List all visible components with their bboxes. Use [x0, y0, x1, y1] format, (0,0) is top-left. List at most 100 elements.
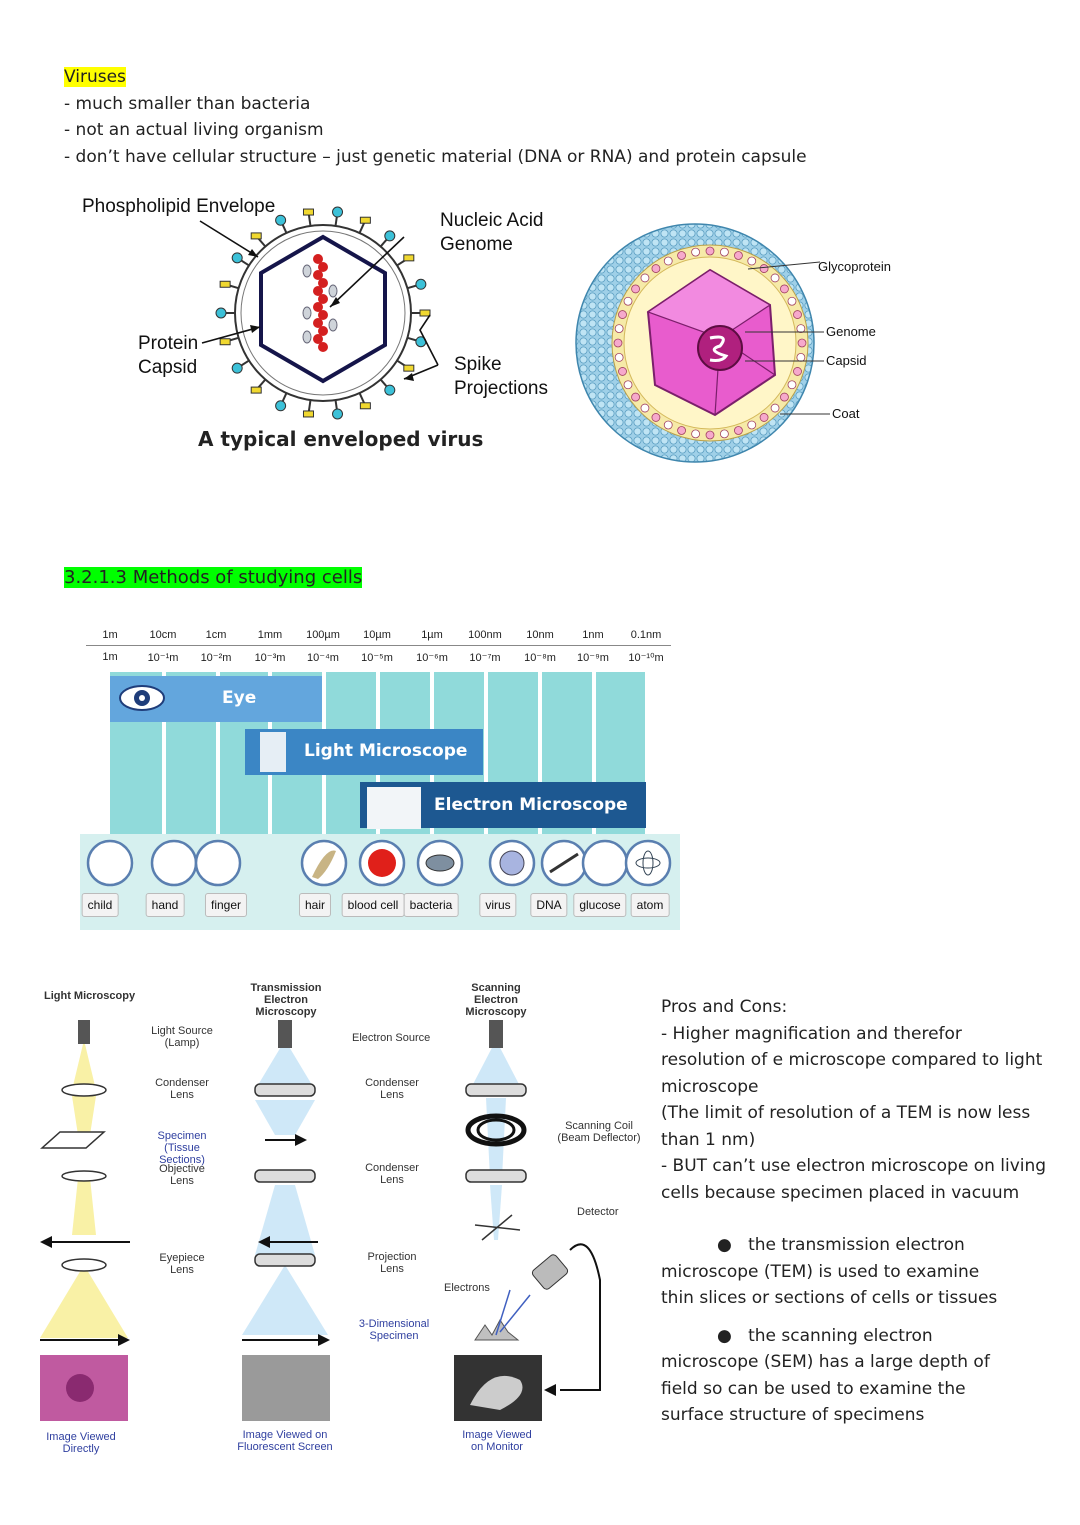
coat-bead — [747, 420, 757, 430]
object-hand: hand — [145, 893, 185, 917]
scale-top-7: 1µm — [421, 629, 443, 641]
spike-head — [415, 278, 427, 290]
view-lm-2: Directly — [62, 1443, 100, 1455]
scale-top-3: 1cm — [205, 629, 227, 641]
condenser-label-c: Condenser Lens — [360, 1162, 424, 1186]
electron-source-label: Electron Source — [352, 1032, 431, 1044]
sem-title-1: Scanning — [471, 982, 521, 994]
objective-1: Objective — [159, 1163, 205, 1175]
view-sem-1: Image Viewed — [462, 1429, 532, 1441]
coat-bead — [691, 429, 701, 439]
virus2-leader-lines — [745, 261, 830, 415]
light-source-1: Light Source — [151, 1025, 213, 1037]
enveloped-virus-diagram — [199, 206, 439, 420]
coat-bead — [623, 380, 633, 390]
coat-bead — [793, 310, 802, 319]
coat-bead — [631, 284, 640, 294]
bullet2-line-3: field so can be used to examine the — [661, 1378, 966, 1399]
object-blood-cell: blood cell — [341, 893, 405, 917]
object-finger: finger — [204, 893, 248, 917]
scale-top-1: 1m — [102, 629, 118, 641]
scale-axis: 1m 10cm 1cm 1mm 100µm 10µm 1µm 100nm 10n… — [86, 629, 676, 664]
scanning-2: (Beam Deflector) — [557, 1132, 641, 1144]
specimen-1: Specimen — [157, 1130, 207, 1142]
coat-bead — [787, 296, 797, 306]
coat-bead — [780, 284, 789, 294]
viruses-section: Viruses - much smaller than bacteria - n… — [64, 64, 807, 170]
eyepiece-1: Eyepiece — [159, 1252, 205, 1264]
tem-title: Transmission Electron Microscopy — [236, 982, 336, 1018]
specimen-2: (Tissue Sections) — [159, 1142, 205, 1166]
eye-label: Eye — [222, 688, 257, 708]
label-nucleic: Nucleic Acid Genome — [440, 209, 544, 257]
scale-bot-9: 10⁻⁸m — [524, 652, 556, 664]
pros-line-6: than 1 nm) — [661, 1129, 756, 1150]
coat-bead — [797, 338, 807, 348]
spike-head — [219, 338, 231, 346]
electrons-label: Electrons — [444, 1282, 490, 1294]
projection-2: Lens — [380, 1263, 404, 1275]
objective-label: Objective Lens — [150, 1163, 214, 1187]
scale-bot-6: 10⁻⁵m — [361, 652, 393, 664]
viruses-heading: Viruses — [64, 67, 126, 87]
scale-bot-7: 10⁻⁶m — [416, 652, 448, 664]
spike-head — [403, 254, 415, 262]
coat-bead — [640, 403, 650, 413]
label-genome: Genome — [826, 324, 876, 339]
spike-head — [219, 280, 231, 288]
coat-bead — [705, 430, 715, 440]
spike-head — [332, 408, 344, 420]
condenser-1: Condenser — [155, 1077, 209, 1089]
coat-bead — [691, 247, 701, 257]
label-glycoprotein: Glycoprotein — [818, 259, 891, 274]
scale-bot-11: 10⁻¹⁰m — [628, 652, 664, 664]
coat-bead — [734, 251, 743, 260]
coat-bead — [770, 273, 780, 283]
coat-bead — [770, 403, 780, 413]
coat-bead — [651, 413, 661, 422]
view-lm-1: Image Viewed — [46, 1431, 116, 1443]
coat-bead — [719, 429, 729, 439]
lm-title: Light Microscopy — [44, 990, 136, 1002]
bullet1-line-2: microscope (TEM) is used to examine — [661, 1261, 980, 1282]
tem-title-1: Transmission — [250, 982, 322, 994]
spike-head — [403, 364, 415, 372]
coat-bead — [787, 380, 797, 390]
pros-line-3: resolution of e microscope compared to l… — [661, 1050, 1043, 1070]
scale-top-8: 100nm — [468, 629, 502, 641]
coat-bead — [614, 352, 624, 362]
condenser-b1: Condenser — [365, 1077, 419, 1089]
virus-caption: A typical enveloped virus — [198, 427, 484, 451]
microscopy-diagram — [40, 1020, 601, 1421]
coat-bead — [677, 251, 686, 260]
spike-head — [384, 230, 396, 242]
coat-bead — [677, 426, 686, 435]
sem-title-2: Electron Microscopy — [465, 994, 527, 1018]
projection-1: Projection — [367, 1251, 417, 1263]
coat-bead — [618, 310, 627, 319]
label-protein-capsid: Protein Capsid — [138, 332, 198, 380]
scale-bot-4: 10⁻³m — [254, 652, 286, 664]
coat-bead — [613, 338, 623, 348]
label-capsid: Capsid — [826, 353, 867, 368]
scale-bot-3: 10⁻²m — [200, 652, 232, 664]
condenser-label-tem: Condenser Lens — [360, 1077, 424, 1101]
coat-bead — [705, 246, 715, 256]
specimen-label: Specimen (Tissue Sections) — [140, 1130, 224, 1166]
pros-line-5: (The limit of resolution of a TEM is now… — [661, 1103, 1031, 1123]
object-bacteria: bacteria — [403, 893, 459, 917]
condenser-2: Lens — [170, 1089, 194, 1101]
scale-bot-10: 10⁻⁹m — [577, 652, 609, 664]
view-lm-label: Image Viewed Directly — [36, 1431, 126, 1455]
spike-head — [250, 232, 262, 240]
spike-head — [231, 252, 243, 264]
object-glucose: glucose — [573, 893, 627, 917]
virus-point-3: - don’t have cellular structure – just g… — [64, 146, 807, 167]
pros-line-1: Pros and Cons: — [661, 997, 788, 1017]
coat-bead — [796, 324, 806, 334]
label-spike: Spike Projections — [454, 353, 548, 401]
eyepiece-label: Eyepiece Lens — [150, 1252, 214, 1276]
coat-bead — [640, 273, 650, 283]
coat-bead — [780, 392, 789, 402]
methods-heading: 3.2.1.3 Methods of studying cells — [64, 565, 363, 592]
